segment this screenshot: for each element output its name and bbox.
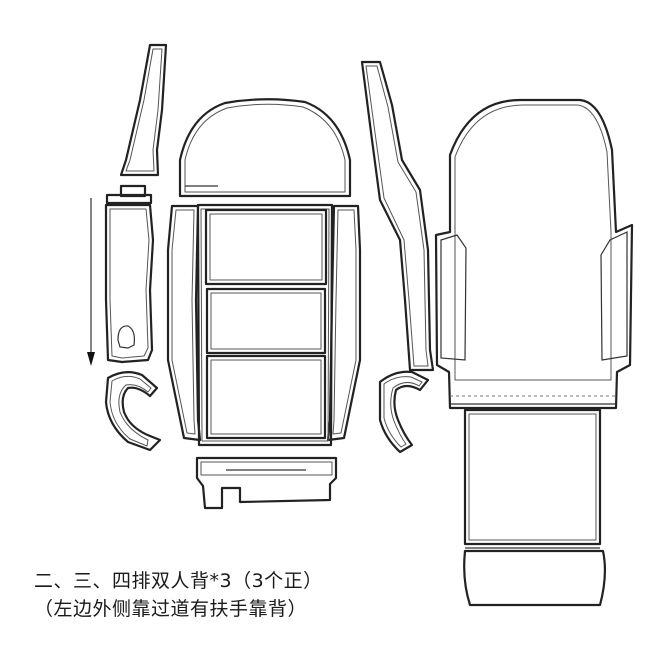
right-side-strip [360,60,435,372]
seat-front-skirt [463,549,607,607]
seat-cushion-panel [463,408,602,549]
full-seat-panel [434,98,634,410]
headrest-panel [178,98,352,198]
backrest-center-frame [196,203,334,447]
bottom-flap-piece [195,456,338,510]
left-long-panel [104,203,155,364]
left-side-strip [119,43,168,177]
backrest-lower-panel [205,354,327,440]
caption-title: 二、三、四排双人背*3（3个正） [34,570,323,592]
caption-note: （左边外侧靠过道有扶手靠背） [34,598,308,620]
right-armrest-piece [378,370,430,454]
left-armrest-piece [104,371,162,452]
backrest-middle-panel [205,287,327,355]
backrest-left-side [166,204,202,442]
grain-arrow [87,198,95,366]
left-strip-tab [105,184,153,205]
backrest-upper-panel [204,208,328,286]
